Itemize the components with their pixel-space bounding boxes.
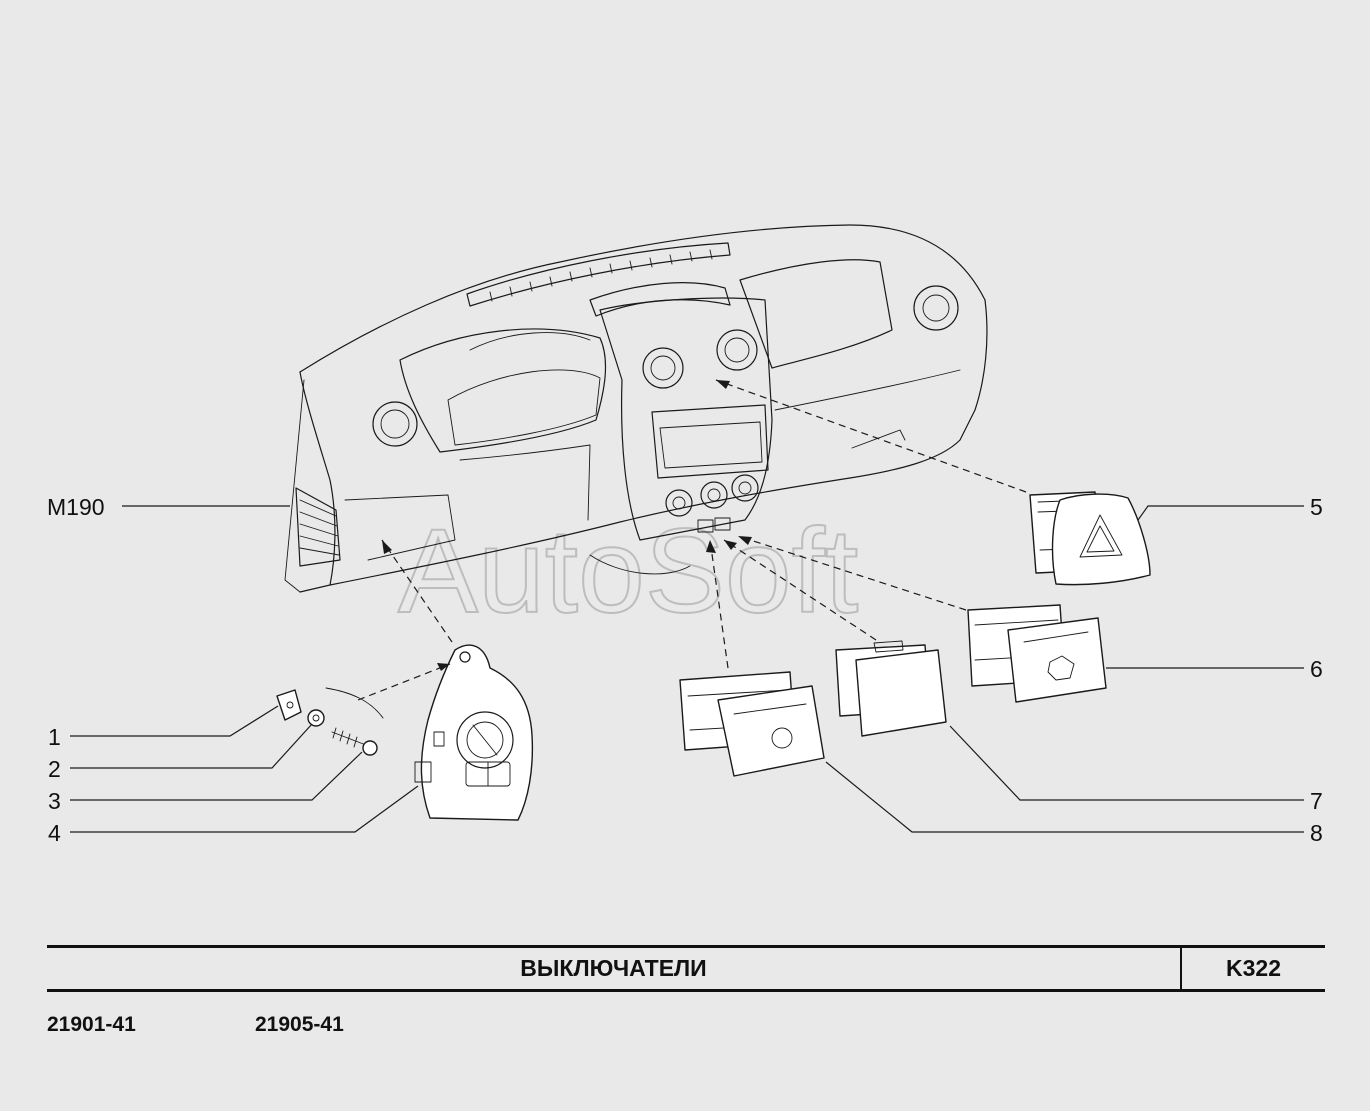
callout-7: 7 [1310,788,1323,814]
part-3-screw [331,727,378,756]
assembly-dash-lines [357,379,1027,701]
part-1-clip [276,689,302,721]
model-code-2: 21905-41 [255,1013,344,1036]
part-4-light-switch-module [414,644,534,821]
part-7-switch [835,640,947,737]
callout-1: 1 [48,724,61,750]
callout-4: 4 [48,820,61,846]
dashboard-illustration [284,224,988,593]
part-6-switch [967,604,1107,703]
page-code: K322 [1226,955,1281,981]
part-2-washer [307,709,325,727]
title-bar: ВЫКЛЮЧАТЕЛИ K322 [47,945,1325,992]
model-code-1: 21901-41 [47,1013,136,1036]
callout-m190: M190 [47,494,105,520]
callout-3: 3 [48,788,61,814]
callout-8: 8 [1310,820,1323,846]
leader-lines [70,505,1304,833]
callout-6: 6 [1310,656,1323,682]
part-8-switch [679,671,825,777]
exploded-parts-diagram: AutoSoft [47,224,1323,846]
part-5-hazard-switch [1029,491,1151,586]
title-divider [1180,948,1182,989]
callout-5: 5 [1310,494,1323,520]
page-title: ВЫКЛЮЧАТЕЛИ [520,955,707,981]
callout-2: 2 [48,756,61,782]
assembly-arrowheads [382,380,752,671]
